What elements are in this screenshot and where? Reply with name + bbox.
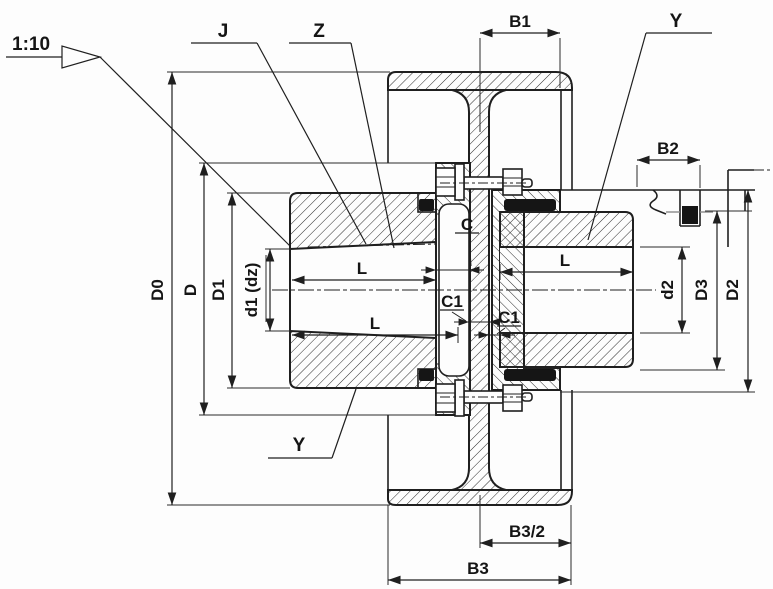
bottom-bolt-nut xyxy=(502,384,523,412)
leader-lines xyxy=(6,32,712,459)
taper-reference-dashline xyxy=(307,243,437,248)
label-Z: Z xyxy=(313,21,325,42)
left-flange xyxy=(435,162,471,416)
top-bolt-nut xyxy=(502,168,523,196)
label-D1: D1 xyxy=(209,279,228,301)
brake-wheel-web xyxy=(451,89,507,491)
top-bolt-washer xyxy=(454,163,465,201)
key-section xyxy=(682,206,698,224)
label-D2: D2 xyxy=(723,279,742,301)
label-C1-left: C1 xyxy=(441,292,463,311)
label-L-top: L xyxy=(357,259,367,278)
label-Y-bottom: Y xyxy=(293,435,306,456)
extension-lines xyxy=(167,38,755,585)
label-d2: d2 xyxy=(658,280,677,300)
taper-symbol-triangle xyxy=(61,45,103,69)
label-J: J xyxy=(218,21,229,42)
label-d1dz: d1 (dz) xyxy=(242,263,261,318)
label-B1: B1 xyxy=(509,12,531,31)
label-B3: B3 xyxy=(467,559,489,578)
label-D3: D3 xyxy=(692,279,711,301)
label-L-bottom: L xyxy=(370,314,380,333)
label-L-right: L xyxy=(560,251,570,270)
bottom-bolt-washer xyxy=(454,379,465,417)
label-C: C xyxy=(461,215,473,234)
small-gap-dimensions xyxy=(421,232,515,339)
label-B2: B2 xyxy=(657,139,679,158)
label-D: D xyxy=(181,284,200,296)
brake-wheel xyxy=(387,71,573,506)
rim-face-edges xyxy=(387,90,573,490)
bottom-bolt-head xyxy=(435,383,456,413)
label-C1-right: C1 xyxy=(498,308,520,327)
taper-ratio-label: 1:10 xyxy=(12,34,50,55)
label-B3half: B3/2 xyxy=(509,522,545,541)
bottom-bolt xyxy=(435,379,533,417)
dimension-lines xyxy=(167,28,753,585)
gear-teeth xyxy=(419,199,556,381)
top-bolt xyxy=(435,163,533,201)
top-bolt-head xyxy=(435,167,456,197)
partial-view-keyway xyxy=(560,169,772,247)
label-D0: D0 xyxy=(148,279,167,301)
break-line xyxy=(649,189,667,215)
label-Y-top: Y xyxy=(670,11,683,32)
